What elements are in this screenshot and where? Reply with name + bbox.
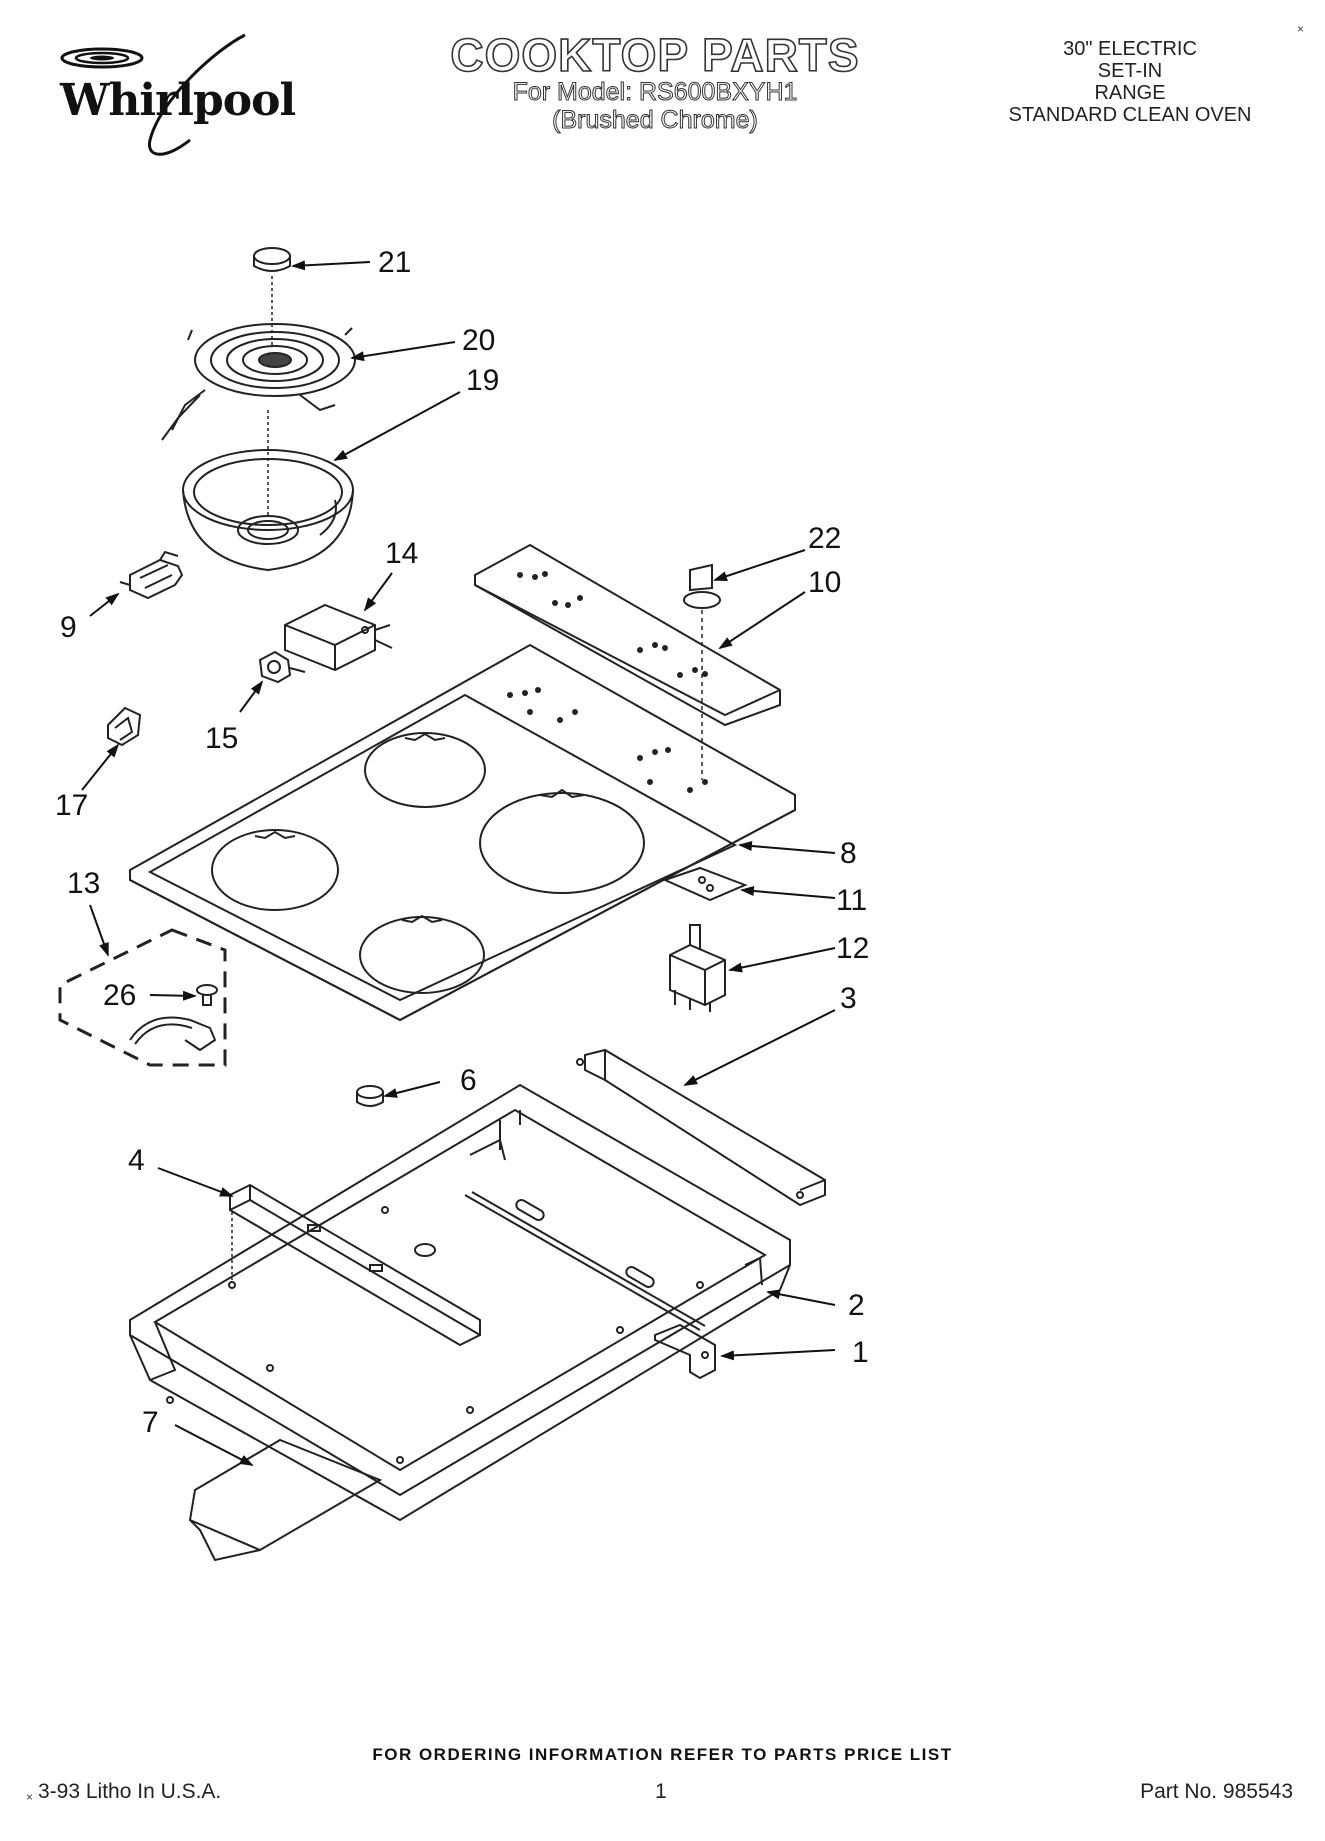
page-number: 1 [655,1780,667,1803]
callout-20: 20 [462,324,495,357]
callout-17: 17 [55,789,88,822]
callout-15: 15 [205,722,238,755]
part-10-control-panel [474,543,781,727]
whirlpool-logo: Whirlpool [40,30,296,170]
part-11-plate [662,866,748,902]
part-13-kit-outline [58,928,227,1067]
corner-mark: × [1297,22,1305,36]
spec-line-3: RANGE [1094,82,1166,104]
title-block: COOKTOP PARTS For Model: RS600BXYH1 (Bru… [430,29,880,135]
spec-line-2: SET-IN [1097,60,1163,82]
brand-name: Whirlpool [60,75,296,126]
part-21-cap [253,247,291,345]
part-number: Part No. 985543 [1140,1780,1293,1803]
spec-block: 30" ELECTRIC SET-IN RANGE STANDARD CLEAN… [980,38,1280,126]
callout-9: 9 [60,611,77,644]
spec-line-4: STANDARD CLEAN OVEN [1008,104,1252,126]
part-22-knob [683,563,721,780]
part-20-burner-coil [161,323,356,441]
callout-11: 11 [836,884,867,917]
callout-3: 3 [840,982,857,1015]
callout-1: 1 [852,1336,869,1369]
callout-13: 13 [67,867,100,900]
model-number: For Model: RS600BXYH1 [512,78,798,107]
part-7-burner-box [129,1083,791,1562]
corner-mark-bottom: × [26,1790,34,1804]
callout-22: 22 [808,522,841,555]
callout-12: 12 [836,932,869,965]
part-14-bracket [284,603,393,672]
part-wire-harness [129,1016,217,1052]
part-4-front-channel [229,1183,481,1347]
part-12-infinite-switch [669,924,726,1012]
page-title: COOKTOP PARTS [450,29,860,81]
callout-19: 19 [466,364,499,397]
spec-line-1: 30" ELECTRIC [1063,38,1197,60]
callout-labels: 21 20 19 22 10 14 9 15 17 8 11 13 12 26 … [55,246,869,1439]
litho-note: 3-93 Litho In U.S.A. [38,1780,222,1803]
part-3-rear-bracket [576,1048,826,1207]
part-26-screw [196,984,218,1006]
part-6-grommet [356,1085,384,1107]
leader-lines [81,260,836,1466]
part-17-clip [107,706,142,747]
finish-label: (Brushed Chrome) [552,106,759,135]
callout-6: 6 [460,1064,477,1097]
callout-2: 2 [848,1289,865,1322]
callout-7: 7 [142,1406,159,1439]
ordering-note: FOR ORDERING INFORMATION REFER TO PARTS … [372,1745,953,1764]
part-1-bracket [654,1323,716,1380]
callout-26: 26 [103,979,136,1012]
part-9-receptacle [119,550,184,600]
callout-8: 8 [840,837,857,870]
callout-14: 14 [385,537,418,570]
logo-swirl-icon [60,33,246,156]
part-15-switch [258,650,306,684]
callout-4: 4 [128,1144,145,1177]
callout-10: 10 [808,566,841,599]
callout-21: 21 [378,246,411,279]
part-19-drip-bowl [182,410,354,572]
